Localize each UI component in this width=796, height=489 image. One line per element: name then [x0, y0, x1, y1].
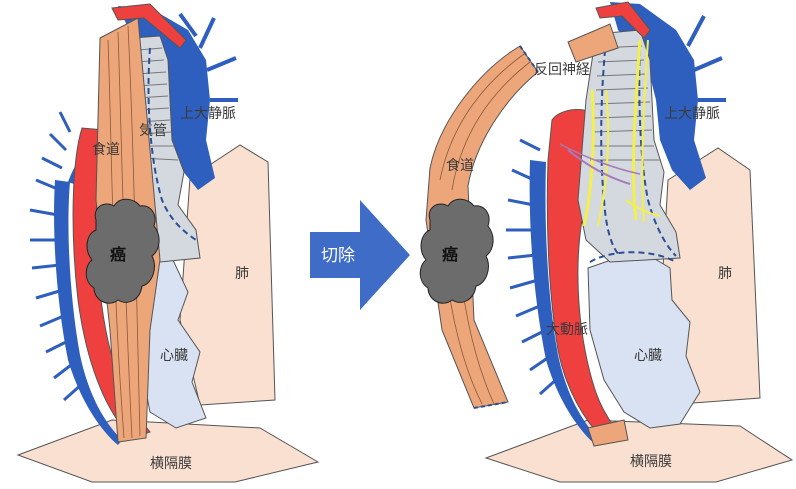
label-cancer-before: 癌 [110, 245, 126, 264]
diaphragm-before [16, 419, 320, 483]
esophagus-stump-upper [567, 23, 619, 63]
label-lung-after: 肺 [718, 266, 732, 282]
esophagus-cut-lower [473, 401, 509, 409]
arrow-label: 切除 [321, 246, 355, 266]
azygos-vein-after [506, 138, 600, 445]
label-diaphragm-after: 横隔膜 [630, 454, 672, 470]
trachea-outline-dashed-after [589, 39, 677, 263]
neck-artery-before [111, 3, 187, 49]
label-lung-before: 肺 [235, 266, 249, 282]
label-svc-before: 上大静脈 [180, 106, 236, 122]
label-svc-after: 上大静脈 [664, 106, 720, 122]
label-esophagus-before: 食道 [92, 141, 120, 158]
esophagus-stump-lower [587, 419, 629, 447]
diaphragm-after [484, 419, 794, 483]
panel-after: 反回神経 上大静脈 食道 癌 肺 大動脈 心臓 横隔膜 [419, 1, 794, 483]
label-diaphragm-before: 横隔膜 [150, 456, 192, 472]
svc-branches-after [686, 15, 726, 102]
label-heart-after: 心臓 [634, 348, 662, 364]
lung-before [179, 144, 276, 406]
label-cancer-after: 癌 [442, 245, 458, 264]
svc-branches-before [178, 12, 238, 102]
label-esophagus-after: 食道 [446, 157, 474, 174]
esophagus-cut-upper [519, 45, 539, 73]
label-nerve-after: 反回神経 [534, 62, 590, 78]
resection-arrow: 切除 [310, 200, 410, 310]
tumor-before [85, 198, 160, 304]
heart-after [587, 249, 701, 429]
label-heart-before: 心臓 [160, 348, 188, 364]
recurrent-nerves [559, 39, 661, 227]
svc-before [118, 6, 215, 190]
neck-artery-after [595, 1, 651, 39]
label-trachea-before: 気管 [139, 123, 167, 139]
label-aorta-after: 大動脈 [546, 322, 588, 338]
panel-before: 食道 気管 上大静脈 癌 肺 心臓 横隔膜 [16, 3, 320, 483]
arrow-shape [310, 200, 410, 310]
svc-after [610, 2, 706, 190]
tumor-after [419, 198, 494, 304]
